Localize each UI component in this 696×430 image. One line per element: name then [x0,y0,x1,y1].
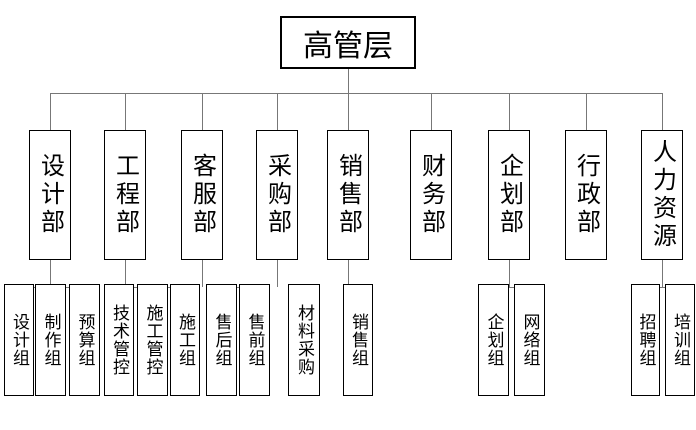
connector-dept-drop [509,93,510,130]
connector-dept-drop [662,93,663,130]
connector-dept-drop [50,93,51,130]
department-node: 财务部 [410,130,452,260]
connector-dept-drop [277,93,278,130]
department-node: 客服部 [181,130,223,260]
team-node: 施工管控 [137,284,168,396]
connector-team-drop [202,260,203,287]
connector-team-drop [50,260,51,287]
team-node: 技术管控 [104,284,134,396]
connector-dept-drop [431,93,432,130]
root-node: 高管层 [280,16,416,69]
team-node: 培训组 [665,284,695,396]
team-node: 制作组 [35,284,66,396]
department-node: 采购部 [256,130,298,260]
department-node: 企划部 [488,130,530,260]
team-node: 企划组 [478,284,509,396]
department-node: 行政部 [565,130,607,260]
department-node: 工程部 [104,130,146,260]
connector-team-drop [277,260,278,287]
connector-team-drop [125,260,126,287]
team-node: 网络组 [514,284,545,396]
team-node: 预算组 [69,284,100,396]
department-node: 设计部 [29,130,71,260]
connector-team-bus [493,287,531,288]
connector-dept-drop [202,93,203,130]
connector-dept-drop [125,93,126,130]
connector-team-bus [645,287,681,288]
team-node: 招聘组 [631,284,660,396]
connector-root [348,69,349,93]
team-node: 材料采购 [288,284,320,396]
connector-team-drop [348,260,349,287]
connector-dept-bus [50,93,663,94]
team-node: 售前组 [239,284,270,396]
department-node: 销售部 [327,130,369,260]
team-node: 售后组 [206,284,237,396]
connector-dept-drop [348,93,349,130]
team-node: 销售组 [343,284,373,396]
team-node: 施工组 [170,284,200,396]
connector-team-drop [509,260,510,287]
connector-team-bus [221,287,256,288]
connector-team-drop [662,260,663,287]
team-node: 设计组 [4,284,34,396]
department-node: 人力资源 [641,130,683,260]
connector-dept-drop [586,93,587,130]
